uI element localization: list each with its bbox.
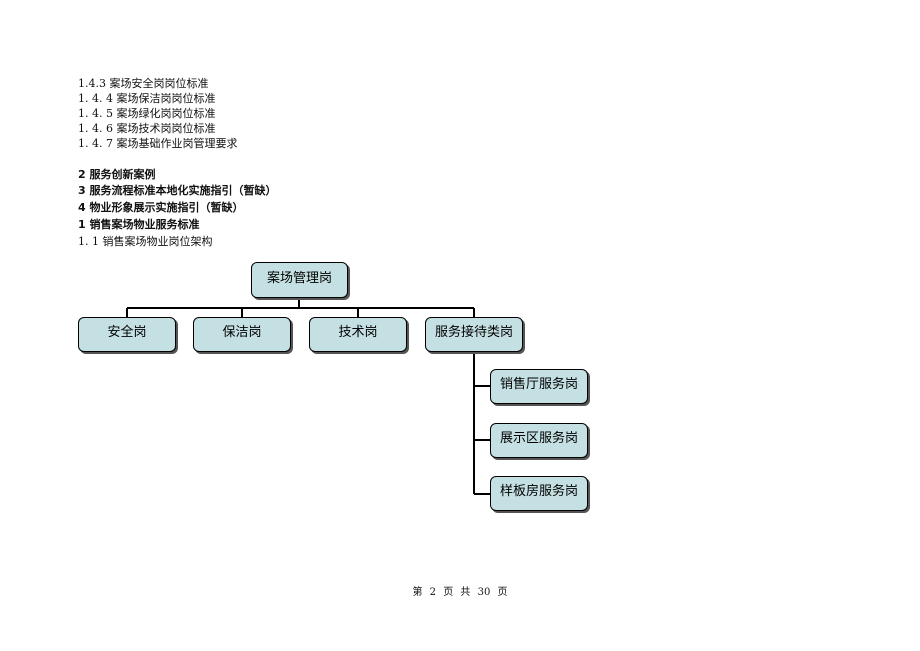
org-node-security: 安全岗 <box>78 317 176 352</box>
toc-item-1-1: 1. 1 销售案场物业岗位架构 <box>78 235 213 248</box>
org-node-cleaning-label: 保洁岗 <box>222 325 262 340</box>
toc-item-1-4-3: 1.4.3 案场安全岗岗位标准 <box>78 77 209 90</box>
toc-heading-2: 2 服务创新案例 <box>78 168 156 181</box>
org-node-model-room: 样板房服务岗 <box>490 476 588 511</box>
org-node-cleaning: 保洁岗 <box>193 317 291 352</box>
toc-item-1-4-4: 1. 4. 4 案场保洁岗岗位标准 <box>78 92 216 105</box>
org-node-exhibition-label: 展示区服务岗 <box>499 431 578 446</box>
page-number: 第 2 页 共 30 页 <box>412 587 508 598</box>
org-node-root-label: 案场管理岗 <box>266 270 332 286</box>
toc-item-1-4-5: 1. 4. 5 案场绿化岗岗位标准 <box>78 107 216 120</box>
org-node-model-room-label: 样板房服务岗 <box>499 484 578 499</box>
org-node-technical: 技术岗 <box>309 317 407 352</box>
toc-item-1-4-6: 1. 4. 6 案场技术岗岗位标准 <box>78 122 216 135</box>
org-node-exhibition: 展示区服务岗 <box>490 423 588 458</box>
org-node-security-label: 安全岗 <box>107 325 147 340</box>
org-node-sales-hall: 销售厅服务岗 <box>490 369 588 404</box>
toc-heading-4: 4 物业形象展示实施指引（暂缺） <box>78 201 244 214</box>
org-node-service: 服务接待类岗 <box>425 317 523 352</box>
toc-heading-1: 1 销售案场物业服务标准 <box>78 218 200 231</box>
toc-item-1-4-7: 1. 4. 7 案场基础作业岗管理要求 <box>78 137 238 150</box>
org-node-service-label: 服务接待类岗 <box>434 325 513 340</box>
org-node-technical-label: 技术岗 <box>338 325 378 340</box>
org-node-root: 案场管理岗 <box>251 262 348 298</box>
org-node-sales-hall-label: 销售厅服务岗 <box>499 377 578 392</box>
toc-heading-3: 3 服务流程标准本地化实施指引（暂缺） <box>78 184 277 197</box>
